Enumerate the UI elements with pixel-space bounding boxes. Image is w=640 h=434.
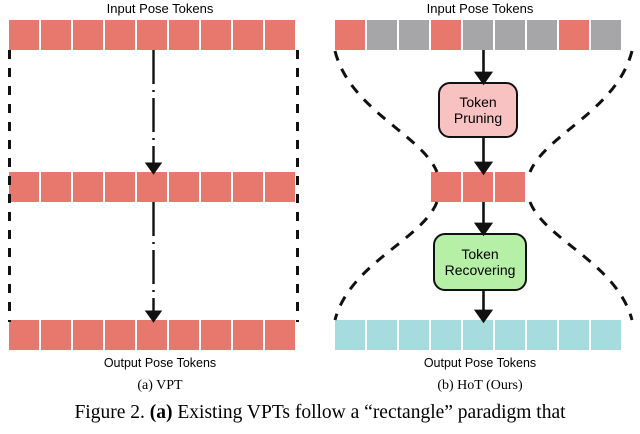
vpt-output-token [73,320,103,350]
hot-output-token [495,320,525,350]
subcaption-a: (a) VPT [137,378,183,393]
vpt-output-token [41,320,71,350]
vpt-output-token [201,320,231,350]
output-token-row-a [9,320,295,350]
vpt-intermediate-token [105,172,135,202]
hot-input-token [495,20,525,50]
vpt-intermediate-token [137,172,167,202]
vpt-input-token [41,20,71,50]
token-pruning-line2: Pruning [453,110,503,126]
vpt-output-token [105,320,135,350]
hot-pruned-token [431,172,461,202]
token-recovering-box[interactable]: Token Recovering [433,233,527,291]
token-recovering-line1: Token [461,245,499,262]
subcaption-b: (b) HoT (Ours) [437,378,523,393]
token-pruning-box[interactable]: Token Pruning [438,82,518,138]
pruned-token-row-b [431,172,525,202]
vpt-intermediate-token [9,172,39,202]
hot-input-token [527,20,557,50]
vpt-input-token [137,20,167,50]
hot-output-token [527,320,557,350]
panel-a-bottom-label: Output Pose Tokens [103,356,217,370]
hot-output-token [367,320,397,350]
hot-pruned-token [463,172,493,202]
vpt-input-token [169,20,199,50]
caption-rest: Existing VPTs follow a “rectangle” parad… [177,402,566,423]
hot-input-token [399,20,429,50]
vpt-input-token [201,20,231,50]
caption-bold-marker: (a) [149,402,173,423]
hot-output-token [431,320,461,350]
vpt-input-token [265,20,295,50]
hot-input-token [559,20,589,50]
vpt-intermediate-token [41,172,71,202]
panel-b-top-label: Input Pose Tokens [426,1,534,16]
vpt-output-token [169,320,199,350]
vpt-input-token [105,20,135,50]
input-token-row-a [9,20,295,50]
vpt-input-token [73,20,103,50]
vpt-output-token [9,320,39,350]
panel-b-bottom-label: Output Pose Tokens [423,356,537,370]
hot-output-token [399,320,429,350]
hot-input-token [367,20,397,50]
output-token-row-b [335,320,621,350]
vpt-input-token [233,20,263,50]
figure-caption: Figure 2. (a) Existing VPTs follow a “re… [0,402,640,424]
vpt-output-token [137,320,167,350]
vpt-intermediate-token [201,172,231,202]
hot-input-token [335,20,365,50]
hot-input-token [591,20,621,50]
vpt-output-token [233,320,263,350]
token-recovering-line2: Recovering [444,262,516,278]
hot-pruned-token [495,172,525,202]
hot-output-token [335,320,365,350]
hot-output-token [591,320,621,350]
vpt-intermediate-token [265,172,295,202]
vpt-intermediate-token [233,172,263,202]
hot-output-token [463,320,493,350]
panel-a-top-label: Input Pose Tokens [106,1,214,16]
hot-input-token [463,20,493,50]
intermediate-token-row-a [9,172,295,202]
vpt-input-token [9,20,39,50]
panel-vpt: Input Pose Tokens Output Pose Tokens (a)… [0,0,320,400]
panel-hot: Input Pose Tokens Token Pruning Token Re… [320,0,640,400]
caption-prefix: Figure 2. [74,402,145,423]
token-pruning-line1: Token [459,93,497,110]
hot-input-token [431,20,461,50]
hot-output-token [559,320,589,350]
vpt-output-token [265,320,295,350]
vpt-intermediate-token [169,172,199,202]
vpt-intermediate-token [73,172,103,202]
input-token-row-b [335,20,621,50]
